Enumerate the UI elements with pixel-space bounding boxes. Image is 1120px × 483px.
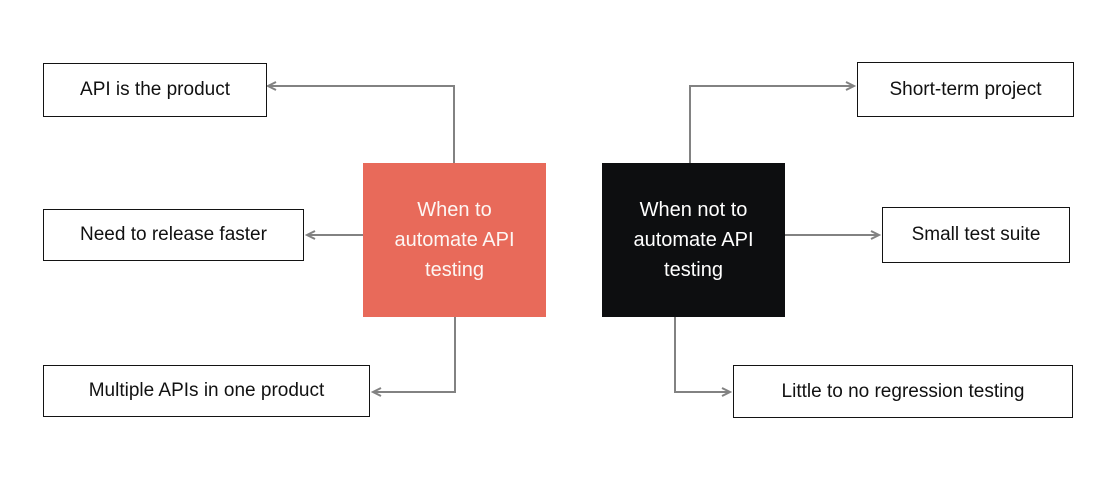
arrowhead-left-icon — [370, 387, 382, 397]
node-short-term-project: Short-term project — [857, 62, 1074, 117]
arrowhead-right-icon — [721, 387, 733, 397]
connector-whennot-to-small-suite — [785, 230, 882, 240]
node-when-not-to-automate: When not to automate API testing — [602, 163, 785, 317]
node-line: automate API — [394, 229, 515, 251]
node-line: When to — [417, 199, 492, 221]
connector-when-to-api-product — [265, 81, 455, 163]
connector-when-to-multiple-apis — [370, 317, 456, 397]
node-little-to-no-regression-testing: Little to no regression testing — [733, 365, 1073, 418]
connector-whennot-to-regression — [674, 316, 733, 397]
node-api-is-the-product: API is the product — [43, 63, 267, 117]
arrowhead-right-icon — [870, 230, 882, 240]
node-need-to-release-faster: Need to release faster — [43, 209, 304, 261]
node-line: testing — [425, 259, 484, 281]
arrowhead-left-icon — [304, 230, 316, 240]
node-small-test-suite: Small test suite — [882, 207, 1070, 263]
node-line: automate API — [633, 229, 754, 251]
node-line: testing — [664, 259, 723, 281]
arrowhead-right-icon — [845, 81, 857, 91]
node-when-to-automate: When to automate API testing — [363, 163, 546, 317]
arrowhead-left-icon — [265, 81, 277, 91]
connector-when-to-release-faster — [304, 230, 363, 240]
connector-whennot-to-short-term — [689, 81, 857, 163]
node-multiple-apis-in-one-product: Multiple APIs in one product — [43, 365, 370, 417]
node-line: When not to — [639, 199, 748, 221]
